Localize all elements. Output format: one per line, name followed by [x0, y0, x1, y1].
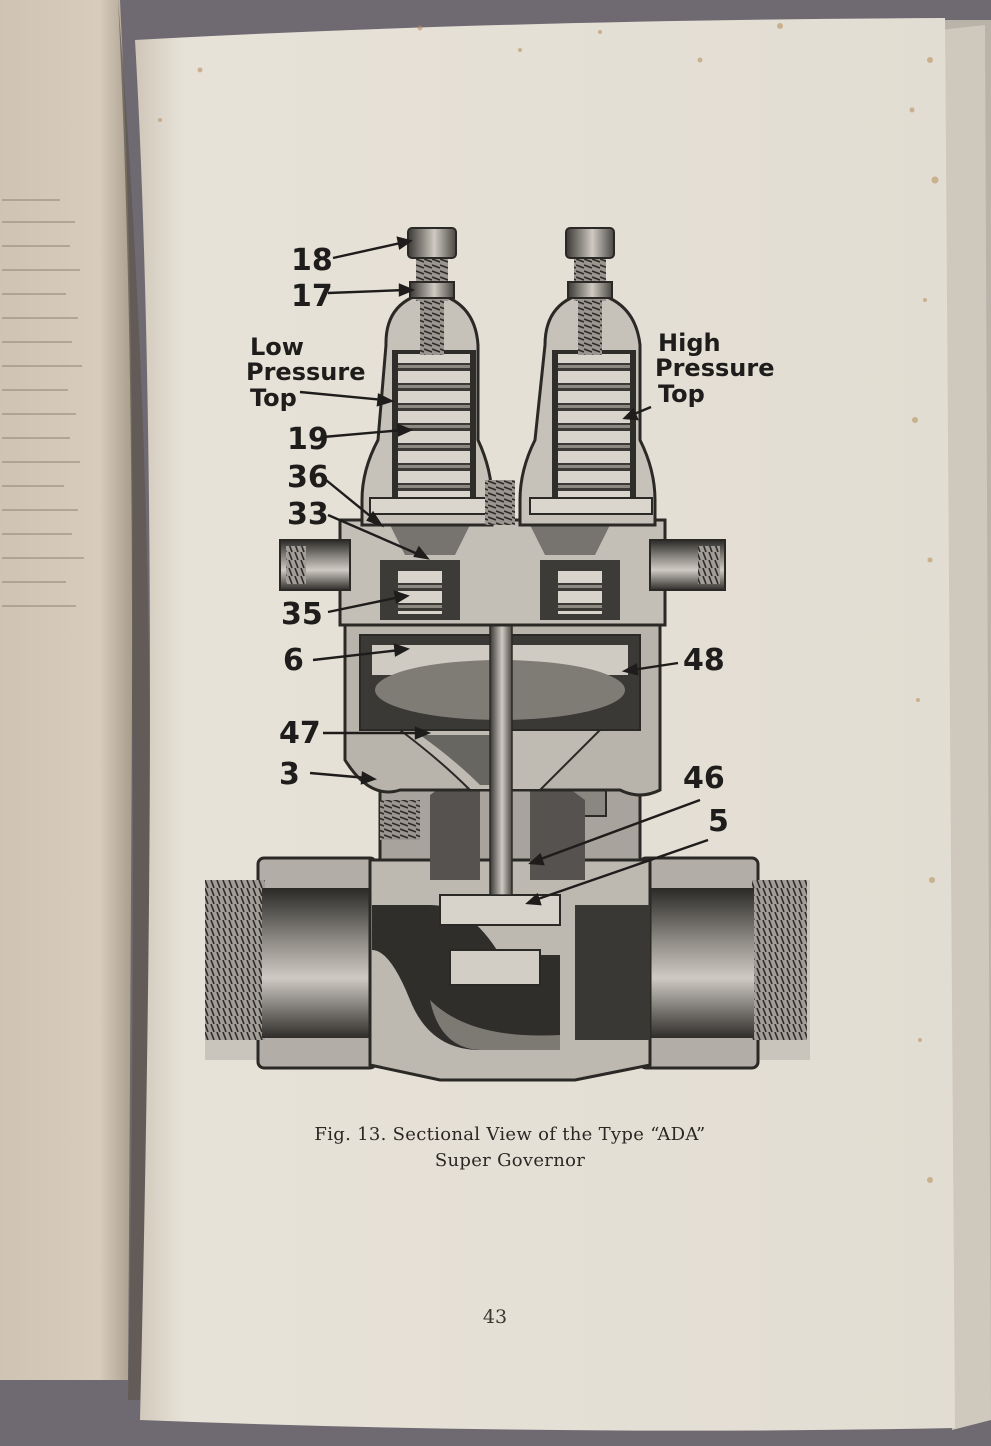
callout-46: 46 [683, 761, 725, 796]
callout-48: 48 [683, 643, 725, 678]
low-pressure-top-label-line3: Top [250, 384, 297, 412]
high-pressure-top-label-line1: High [658, 329, 721, 357]
callout-5: 5 [708, 804, 729, 839]
high-pressure-top-label-line2: Pressure [655, 354, 775, 382]
callout-47: 47 [279, 716, 321, 751]
callout-18: 18 [291, 243, 333, 278]
high-pressure-top-label-line3: Top [658, 380, 705, 408]
page-number: 43 [482, 1306, 508, 1328]
figure-caption-line2: Super Governor [434, 1150, 586, 1171]
callout-36: 36 [287, 460, 329, 495]
callout-6: 6 [283, 643, 304, 678]
governor-illustration [205, 227, 810, 1082]
low-pressure-top-label-line2: Pressure [246, 358, 366, 386]
callout-3: 3 [279, 757, 300, 792]
callout-19: 19 [287, 422, 329, 457]
figure-caption-line1: Fig. 13. Sectional View of the Type “ADA… [314, 1124, 706, 1145]
callout-arrows [299, 236, 709, 906]
callout-33: 33 [287, 497, 329, 532]
callout-35: 35 [281, 597, 323, 632]
callout-17: 17 [291, 279, 333, 314]
figure-caption: Fig. 13. Sectional View of the Type “ADA… [220, 1122, 800, 1174]
low-pressure-top-label-line1: Low [250, 333, 304, 361]
